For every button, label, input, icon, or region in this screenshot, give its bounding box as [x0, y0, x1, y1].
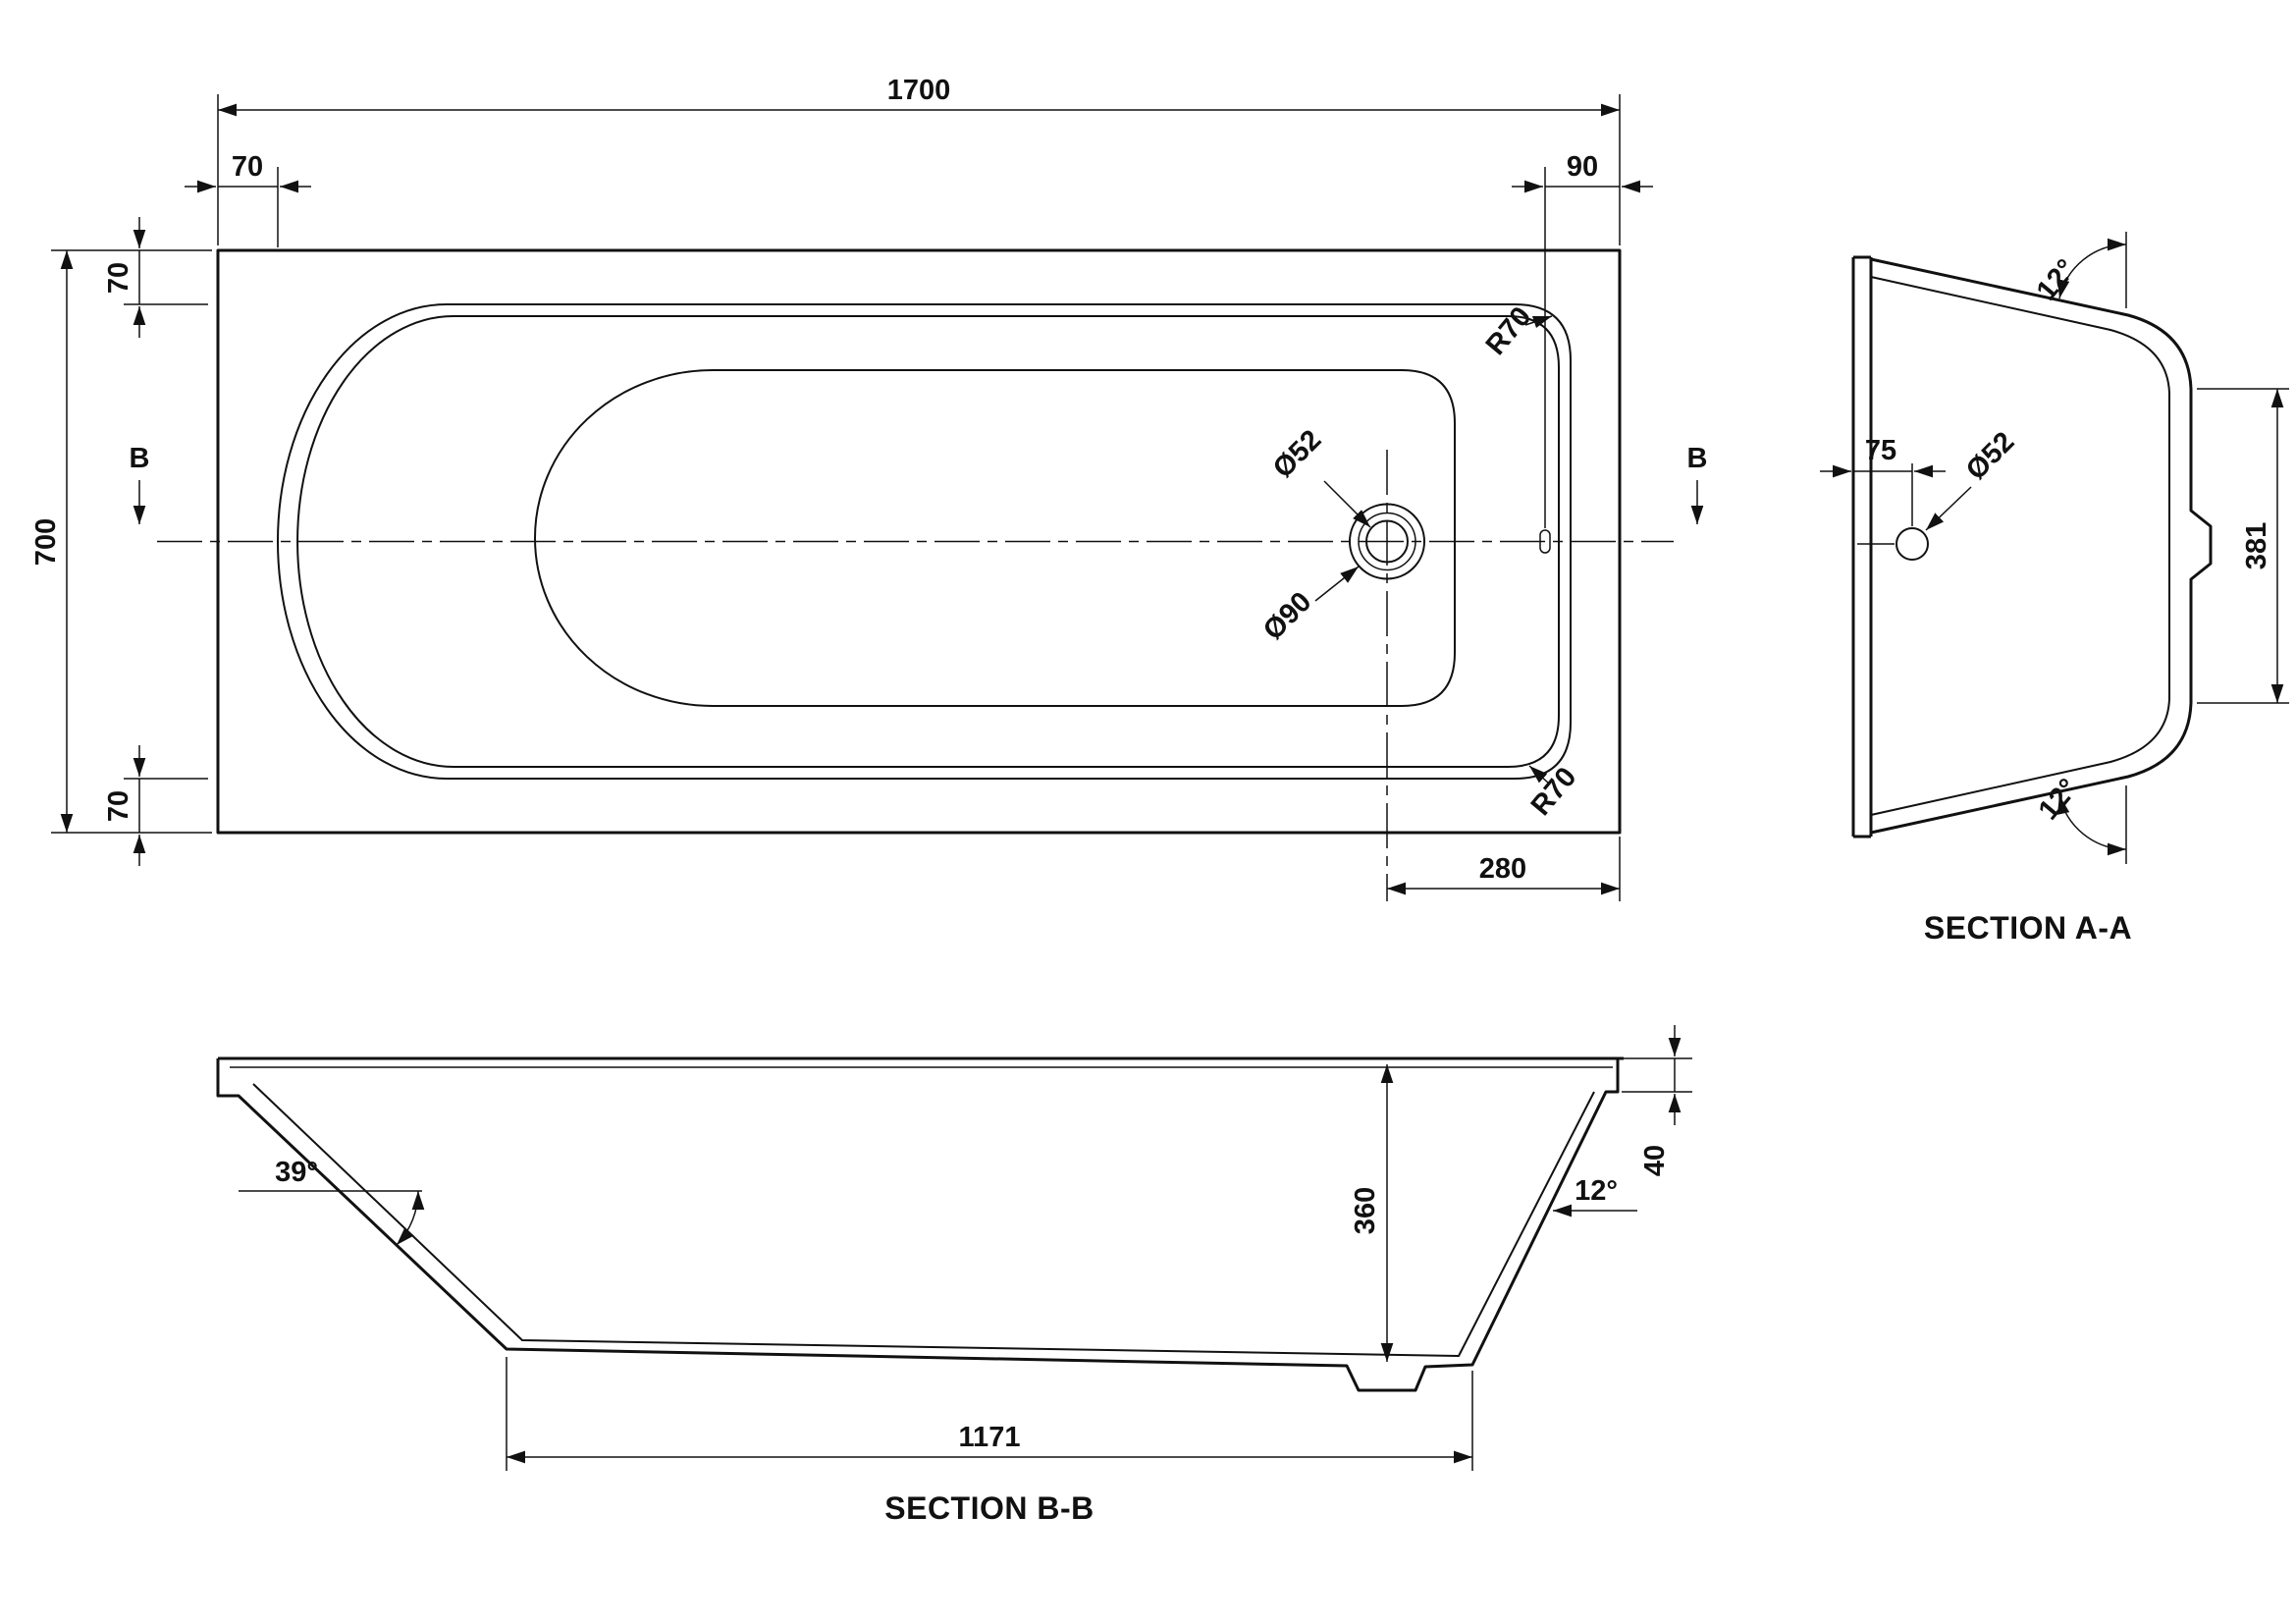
section-aa-outer-profile	[1870, 257, 2213, 835]
section-marker-left-label: B	[130, 443, 150, 474]
dim-rim-top-label: 70	[103, 262, 134, 294]
angle-top-label: 12°	[2031, 253, 2083, 306]
section-bb-title: SECTION B-B	[884, 1490, 1095, 1526]
tub-rim-outer	[277, 303, 1572, 780]
angle-arc	[2056, 794, 2127, 856]
drain-mid-circle	[1358, 512, 1416, 571]
plan-view: 1700 70 90 700 70 70 280 B B Ø52	[30, 75, 1707, 901]
angle-head-label: 39°	[275, 1157, 318, 1188]
section-marker-right-label: B	[1687, 443, 1708, 474]
dim-rim-bottom-label: 70	[103, 790, 134, 822]
dim-left-inset-label: 70	[232, 151, 263, 183]
radius-top-label: R70	[1480, 301, 1538, 361]
overflow-slot	[1539, 529, 1551, 554]
section-aa-rim-face	[1851, 255, 1873, 839]
drain-diameter-leader	[1323, 480, 1371, 528]
waste-diameter-leader	[1314, 566, 1360, 602]
dim-width-label: 700	[30, 518, 62, 566]
waste-flange-circle	[1349, 503, 1425, 580]
tub-rim-inner	[296, 315, 1560, 768]
drain-diameter-aa-leader	[1925, 486, 1972, 531]
dim-drain-offset-aa-label: 75	[1865, 435, 1896, 466]
angle-bottom-label: 12°	[2033, 773, 2085, 826]
drain-diameter-label: Ø52	[1267, 424, 1327, 484]
angle-arc	[396, 1190, 425, 1246]
drain-hole-circle	[1365, 519, 1409, 564]
dim-drain-offset-label: 280	[1479, 853, 1526, 885]
dim-length-label: 1700	[887, 75, 951, 106]
section-aa-drain-hole	[1896, 527, 1929, 561]
dim-right-inset-label: 90	[1567, 151, 1598, 183]
section-bb-inner-profile	[252, 1083, 1595, 1357]
dim-base-width-label: 381	[2241, 522, 2272, 569]
section-bb-outer-profile	[216, 1058, 1620, 1392]
section-aa-inner-profile	[1870, 276, 2170, 816]
angle-arc	[2056, 238, 2127, 299]
radius-bottom-leader	[1528, 765, 1550, 784]
section-bb-view: 360 40 1171 39° 12° SECTION B-B	[216, 1025, 1692, 1526]
waste-diameter-label: Ø90	[1257, 586, 1317, 646]
dim-base-length-label: 1171	[959, 1422, 1021, 1453]
section-aa-title: SECTION A-A	[1924, 910, 2132, 946]
tub-floor-outline	[534, 369, 1456, 707]
angle-foot-label: 12°	[1575, 1175, 1618, 1207]
drain-diameter-aa-label: Ø52	[1960, 426, 2020, 486]
radius-top-leader	[1524, 315, 1553, 329]
dim-depth-label: 360	[1350, 1187, 1381, 1234]
section-aa-view: 75 Ø52 381 12° 12° SECTION A-A	[1820, 232, 2289, 946]
dim-rim-height-label: 40	[1639, 1145, 1671, 1176]
